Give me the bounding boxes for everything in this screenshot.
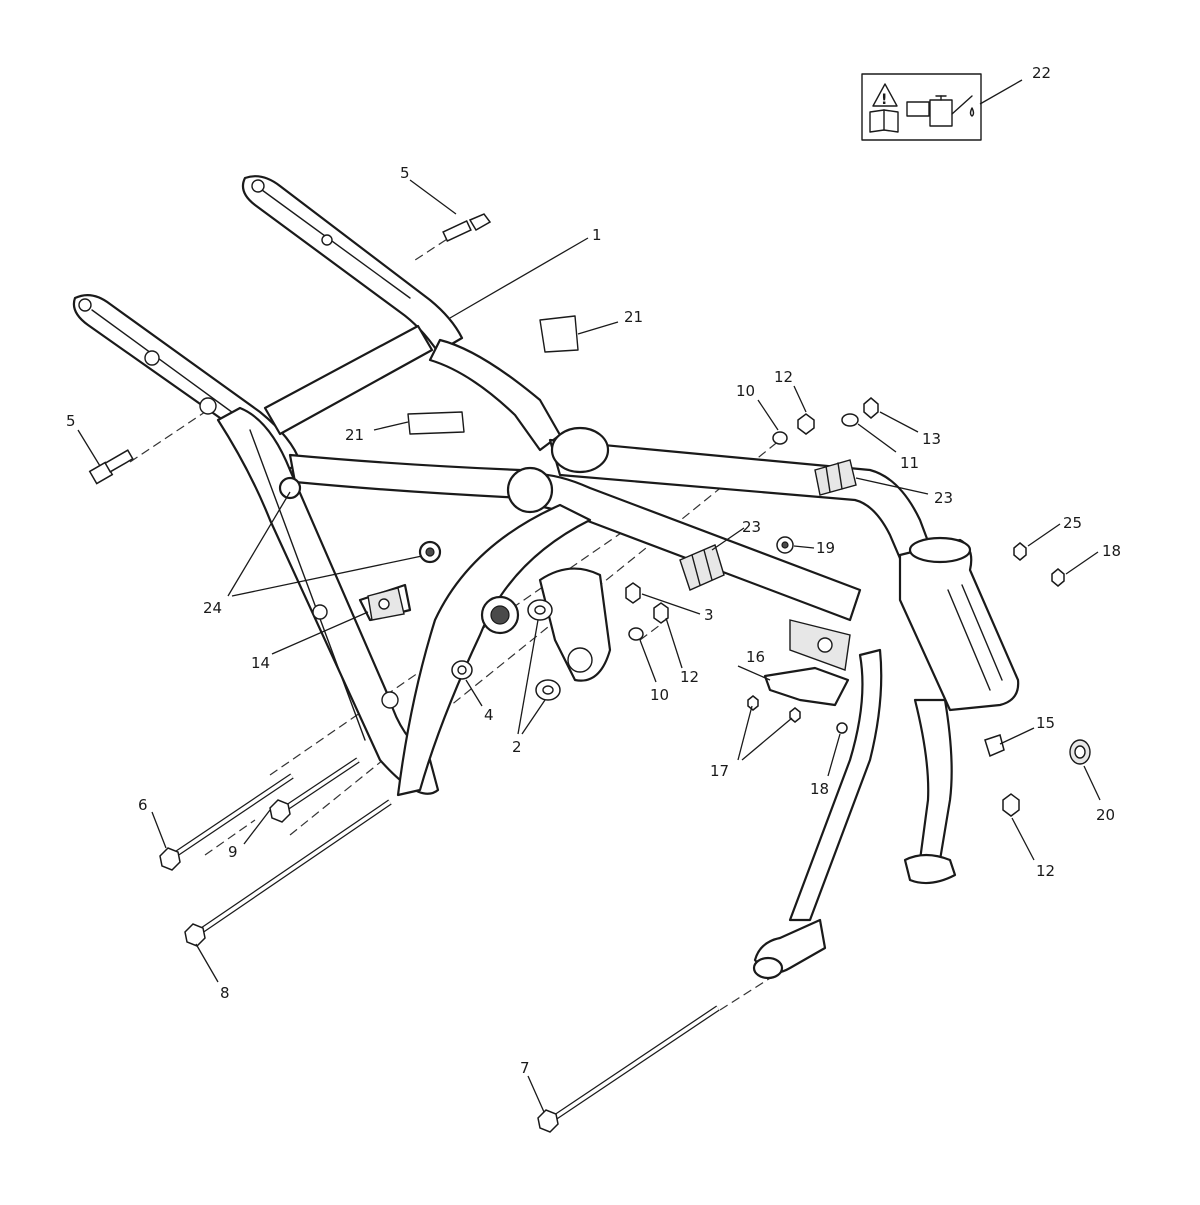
- callout-7: 7: [520, 1059, 530, 1077]
- callout-24: 24: [203, 599, 222, 617]
- washer-10-middle: [628, 627, 644, 641]
- nut-12-right: [1002, 793, 1020, 817]
- nut-12-middle: [653, 602, 669, 624]
- leader-lines: [77, 79, 1101, 1113]
- callout-21-lower: 21: [345, 426, 364, 444]
- callout-16: 16: [746, 648, 765, 666]
- bolt-8: [184, 799, 392, 947]
- grommet-20: [1069, 739, 1091, 765]
- callout-5-left: 5: [66, 412, 76, 430]
- screw-18-middle: [836, 722, 848, 734]
- callout-17: 17: [710, 762, 729, 780]
- label-21-lower: [407, 411, 465, 435]
- lubrication-symbol-box: !: [861, 73, 982, 141]
- rubber-pad-23-lower: [679, 544, 725, 591]
- callout-5-upper: 5: [400, 164, 410, 182]
- warning-triangle-icon: !: [872, 83, 898, 108]
- callout-23-lower: 23: [742, 518, 761, 536]
- callout-18-middle: 18: [810, 780, 829, 798]
- callout-6: 6: [138, 796, 148, 814]
- nut-13: [863, 397, 879, 419]
- bolt-6: [159, 773, 294, 871]
- oil-can-icon: [906, 95, 975, 127]
- screw-18-right: [1051, 568, 1065, 587]
- callout-9: 9: [228, 843, 238, 861]
- screw-17-right: [789, 707, 801, 723]
- svg-text:!: !: [881, 92, 887, 108]
- headstock: [898, 538, 1020, 712]
- callout-10-upper: 10: [736, 382, 755, 400]
- bolt-5-upper: [442, 213, 492, 243]
- callout-4: 4: [484, 706, 494, 724]
- nut-3: [625, 582, 641, 604]
- washer-10-upper: [772, 431, 788, 445]
- callout-18-right: 18: [1102, 542, 1121, 560]
- front-right-downtube: [913, 698, 953, 862]
- upper-rear-rail: [241, 175, 464, 354]
- spacer-2-upper: [527, 599, 553, 621]
- callout-labels: 22 5 1 21 21 5 10 12 13 11 23 23 19 25 1…: [66, 64, 1121, 1077]
- label-21-upper: [539, 315, 579, 353]
- clip-15: [984, 734, 1005, 758]
- callout-21-upper: 21: [624, 308, 643, 326]
- nut-12-upper: [797, 413, 815, 435]
- callout-22: 22: [1032, 64, 1051, 82]
- bolt-5-left: [88, 449, 134, 485]
- rear-hanger-bush: [278, 476, 302, 500]
- clip-19: [776, 536, 794, 554]
- callout-14: 14: [251, 654, 270, 672]
- callout-1: 1: [592, 226, 602, 244]
- lower-left-tube: [288, 453, 527, 500]
- washer-11: [841, 413, 859, 427]
- callout-20: 20: [1096, 806, 1115, 824]
- callout-2: 2: [512, 738, 522, 756]
- bolt-9: [269, 757, 360, 823]
- service-manual-icon: [869, 109, 899, 133]
- callout-25: 25: [1063, 514, 1082, 532]
- spacer-2-lower: [535, 679, 561, 701]
- callout-8: 8: [220, 984, 230, 1002]
- callout-12-right: 12: [1036, 862, 1055, 880]
- callout-11: 11: [900, 454, 919, 472]
- callout-15: 15: [1036, 714, 1055, 732]
- main-frame: [72, 175, 1020, 980]
- callout-12-middle: 12: [680, 668, 699, 686]
- bracket-16: [763, 666, 850, 707]
- bolt-7: [537, 1005, 720, 1133]
- mount-14: [367, 587, 405, 621]
- nut-25: [1013, 542, 1027, 561]
- front-left-downtube: [788, 648, 883, 922]
- upper-left-tube: [428, 338, 562, 452]
- callout-19: 19: [816, 539, 835, 557]
- front-engine-mount: [903, 853, 957, 885]
- front-left-arc: [396, 503, 592, 797]
- callout-12-upper: 12: [774, 368, 793, 386]
- central-junction: [550, 426, 610, 474]
- engine-mount-bracket: [538, 567, 612, 682]
- bush-4: [451, 660, 473, 680]
- callout-23-upper: 23: [934, 489, 953, 507]
- rear-cross-tube: [263, 324, 434, 436]
- screw-17-left: [747, 695, 759, 711]
- callout-13: 13: [922, 430, 941, 448]
- rubber-pad-23-upper: [814, 459, 857, 496]
- callout-3: 3: [704, 606, 714, 624]
- callout-10-middle: 10: [650, 686, 669, 704]
